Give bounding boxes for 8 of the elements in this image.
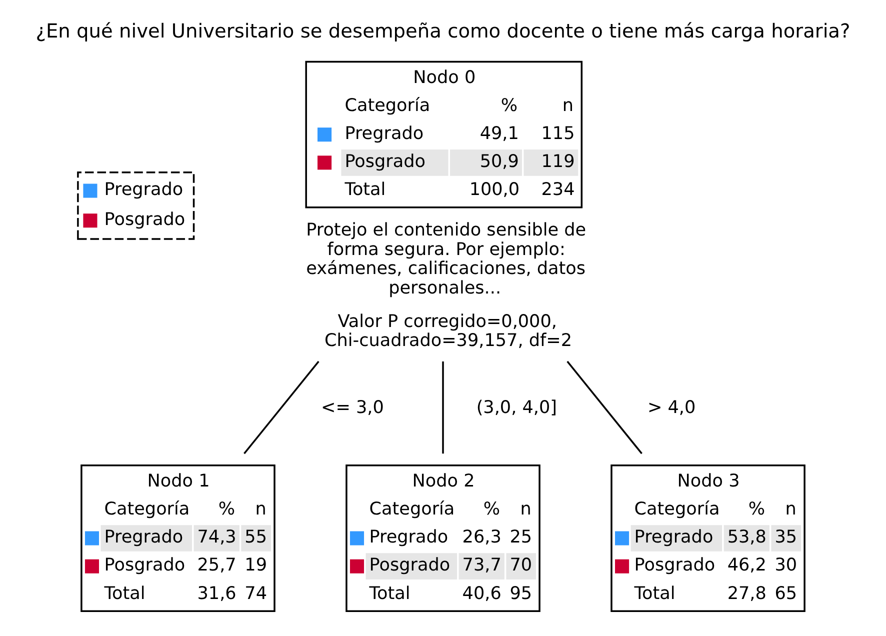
edge-label: (3,0, 4,0]	[476, 398, 558, 418]
edge-label: <= 3,0	[321, 398, 384, 418]
node-label: Protejo el contenido sensible de forma segura. Por ejemplo: exámenes, calificaciones, datos personales...	[306, 220, 586, 298]
legend-label: Pregrado	[104, 180, 184, 200]
node-label: Valor P corregido=0,000, Chi-cuadrado=39,157, df=2	[324, 312, 572, 352]
diagram-title: ¿En qué nivel Universitario se desempeña como docente o tiene más carga horaria?	[36, 20, 850, 43]
legend-label: Posgrado	[104, 210, 186, 230]
edge-label: > 4,0	[647, 398, 696, 418]
